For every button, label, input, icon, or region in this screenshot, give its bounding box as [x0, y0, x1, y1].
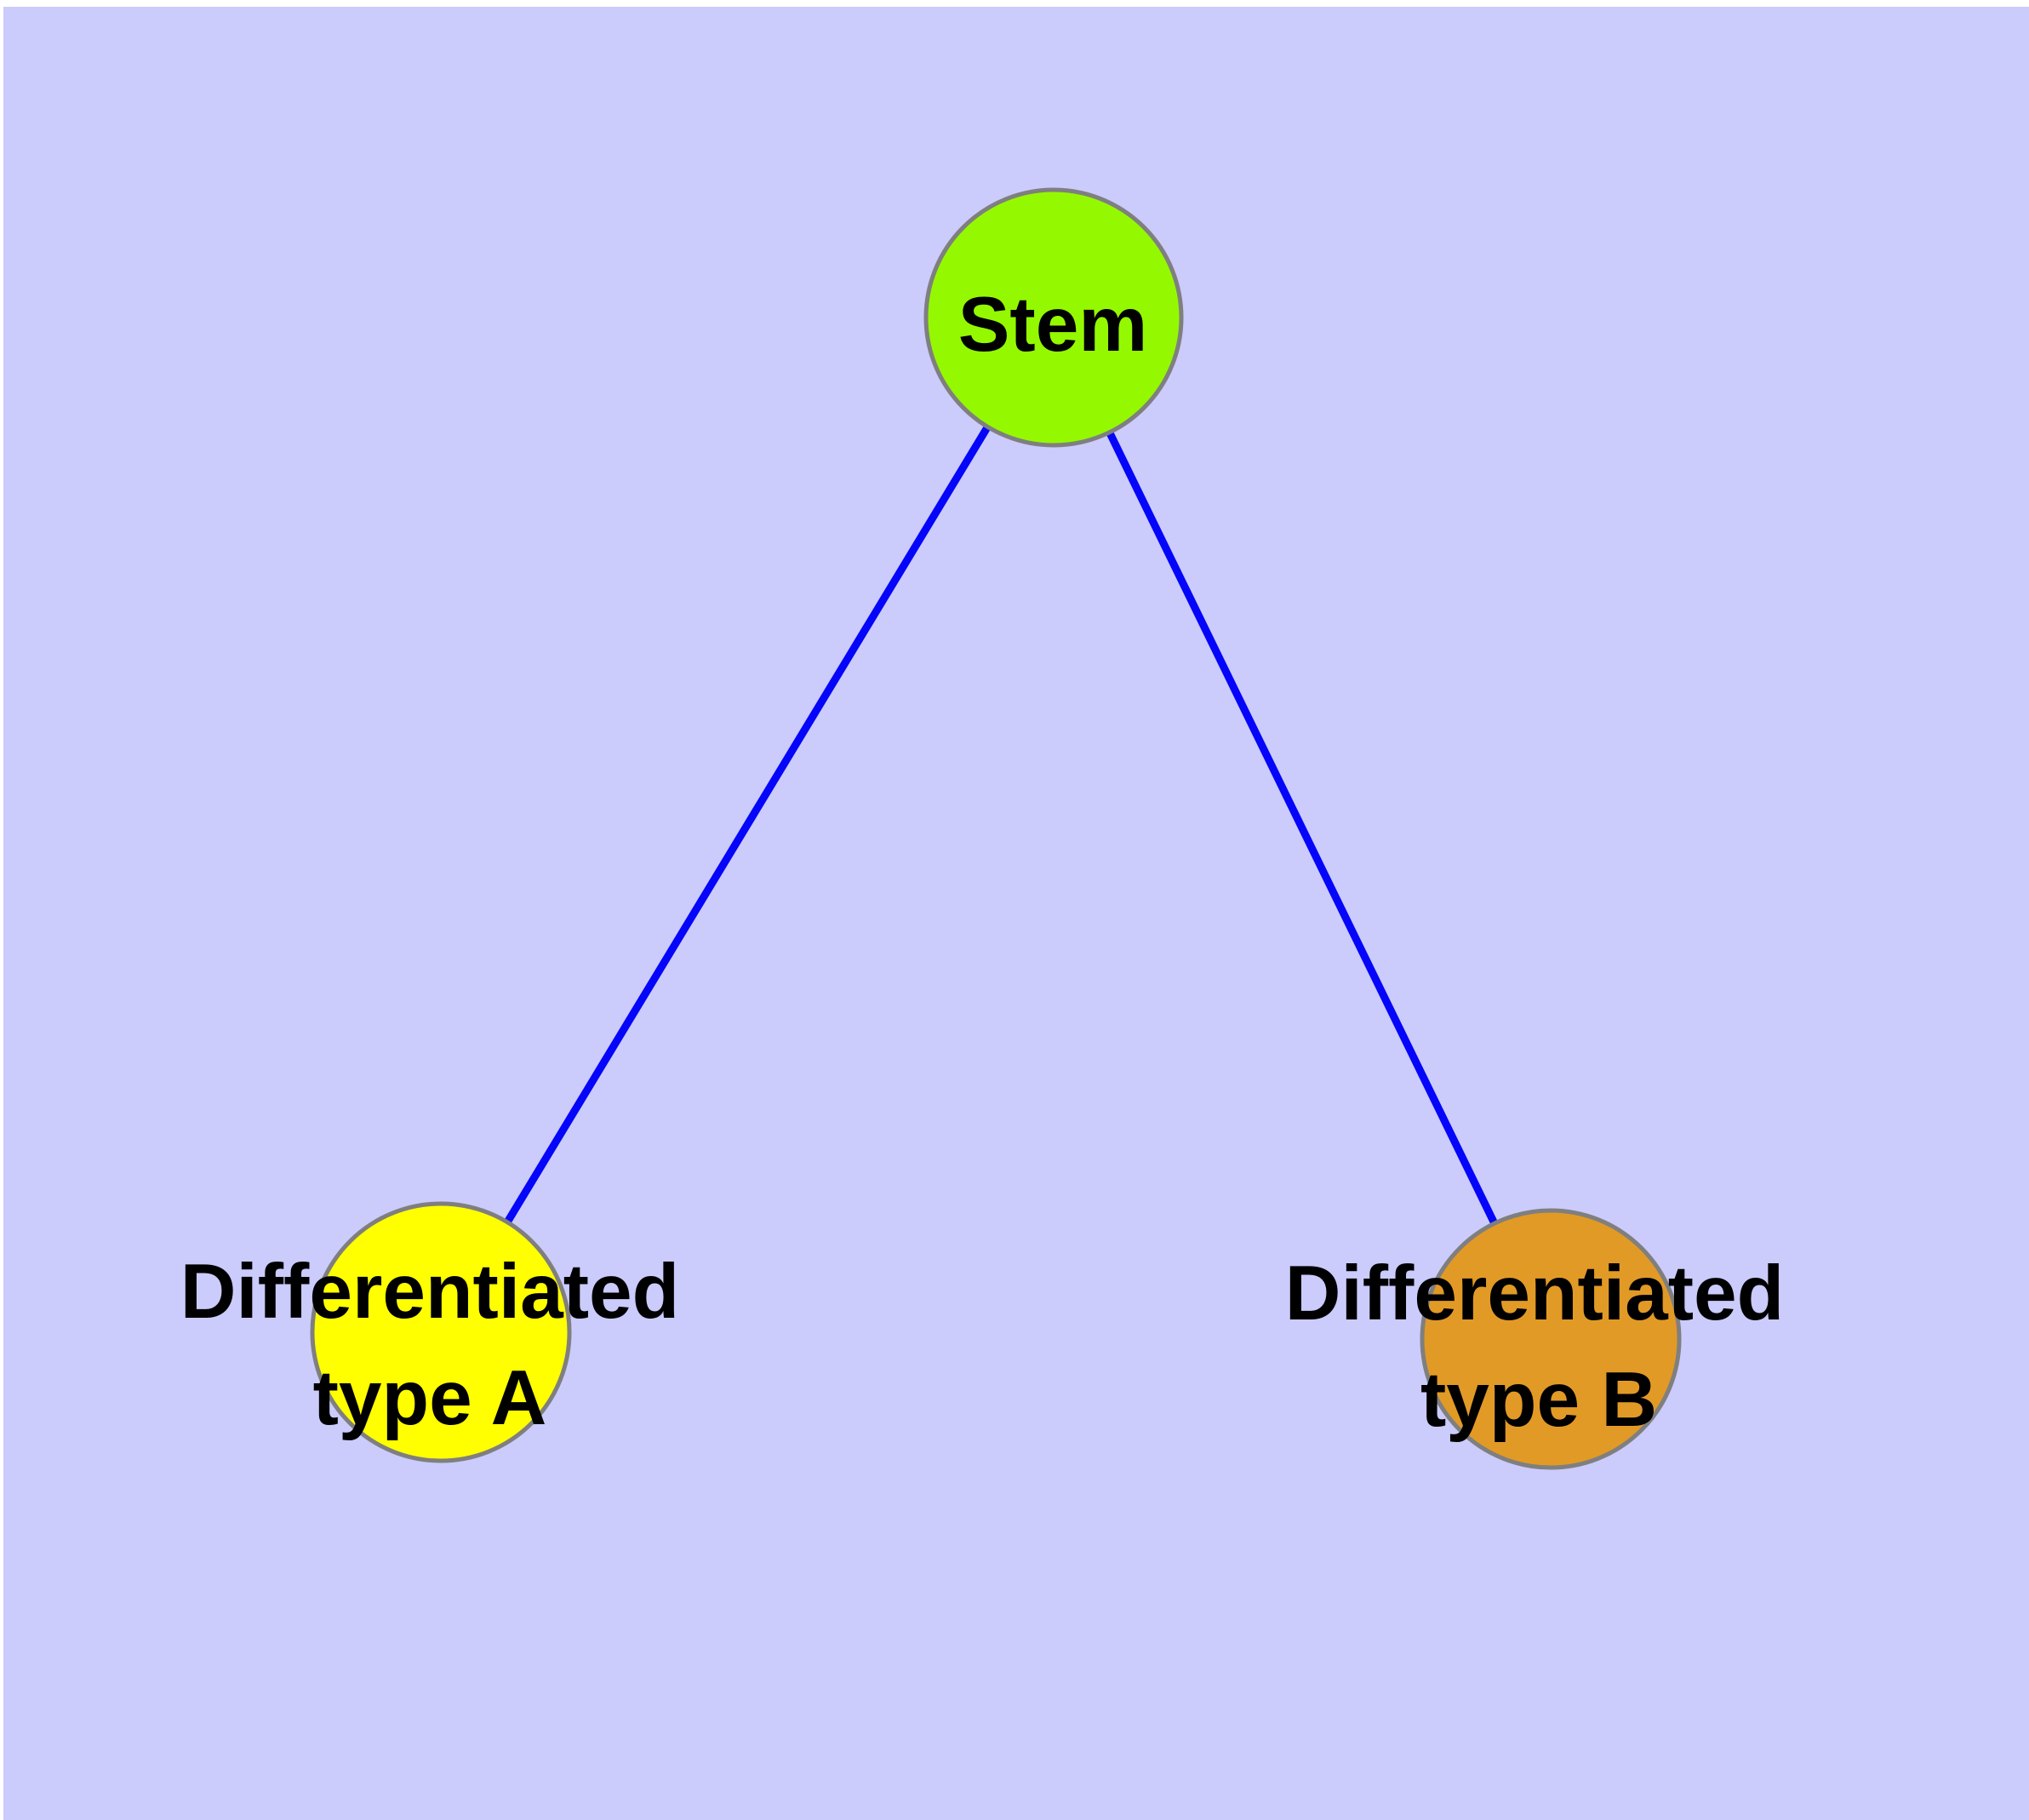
node-type-b-label-line1: Differentiated [1285, 1251, 1785, 1336]
edge-stem-to-type-a [437, 315, 1057, 1335]
node-type-a-label-line1: Differentiated [180, 1249, 680, 1335]
node-type-b-circle [1420, 1208, 1682, 1470]
node-type-b-label-line2: type B [1420, 1357, 1657, 1443]
node-type-a-circle [310, 1201, 572, 1463]
node-stem-label: Stem [958, 282, 1148, 368]
edge-stem-to-type-b [1049, 316, 1555, 1341]
node-stem-circle [923, 187, 1184, 448]
node-type-a-label-line2: type A [313, 1355, 547, 1441]
